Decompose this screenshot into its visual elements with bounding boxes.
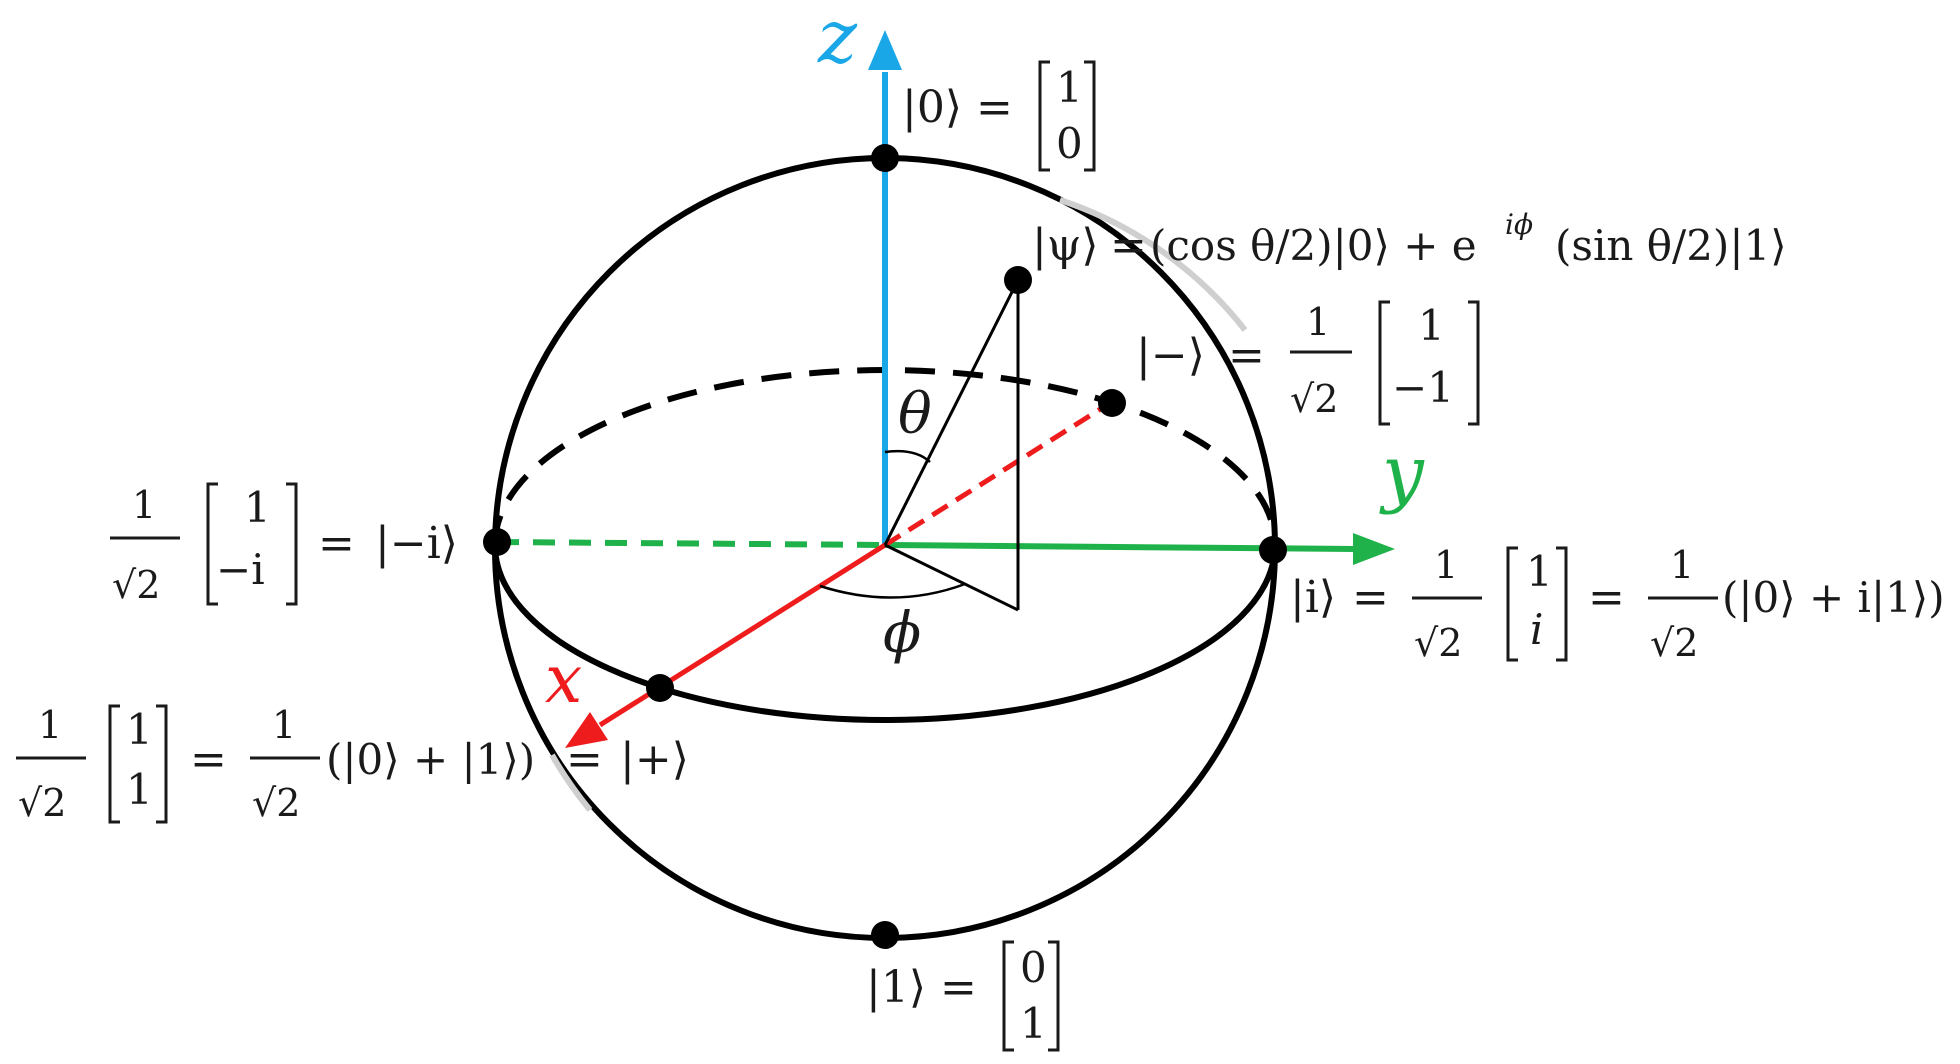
- state-label-one: |1⟩ = 0 1: [866, 940, 1060, 1052]
- vector-one-top: 0: [1020, 943, 1047, 992]
- eq-psi: =: [1110, 220, 1147, 271]
- frac-num-minus: 1: [1306, 300, 1330, 344]
- psi-rhs-pre: (cos θ/2)|0⟩ + e: [1150, 221, 1477, 270]
- bracket-right-one: [1048, 940, 1060, 1052]
- bracket-right-plus: [156, 704, 168, 824]
- ket-psi: |ψ⟩: [1032, 220, 1099, 271]
- z-axis-label: z: [817, 0, 858, 80]
- frac-den-minus: √2: [1290, 377, 1338, 421]
- y-axis-back-dashed: [496, 539, 886, 548]
- bracket-right-zero: [1084, 60, 1096, 172]
- ket-one: |1⟩: [866, 962, 926, 1013]
- eq-i: =: [1352, 572, 1389, 623]
- state-label-i: |i⟩ = 1 √2 1 i = 1 √2 (|0⟩ + i|1⟩): [1290, 543, 1945, 665]
- vector-minus-i-bottom: −i: [216, 545, 265, 594]
- phi-label: ϕ: [883, 601, 921, 666]
- bracket-left-one: [1002, 940, 1014, 1052]
- bracket-left-zero: [1038, 60, 1050, 172]
- bracket-right-minus: [1468, 300, 1480, 426]
- state-point-minus: [1098, 389, 1126, 417]
- eq2-plus: =: [566, 734, 603, 785]
- ket-zero: |0⟩: [902, 82, 962, 133]
- eq-plus: =: [190, 734, 227, 785]
- frac-den-i: √2: [1414, 621, 1462, 665]
- state-point-psi: [1004, 266, 1032, 294]
- x-axis: [598, 542, 887, 728]
- bracket-left-minus: [1378, 300, 1390, 426]
- ket-minus: |−⟩: [1136, 330, 1205, 381]
- frac2-den-i: √2: [1650, 621, 1698, 665]
- equator-front: [492, 544, 1278, 723]
- frac-num-i: 1: [1434, 543, 1458, 587]
- bracket-left-plus: [108, 704, 120, 824]
- z-axis-arrowhead: [868, 30, 902, 70]
- psi-projection: [884, 543, 1019, 612]
- state-point-minus-i: [483, 528, 511, 556]
- state-point-plus: [646, 674, 674, 702]
- bracket-left-i: [1506, 546, 1518, 662]
- phi-arc: [819, 582, 966, 599]
- vector-zero-top: 1: [1056, 63, 1083, 112]
- frac-den-minus-i: √2: [112, 563, 160, 607]
- vector-plus-top: 1: [126, 705, 153, 754]
- frac2-den-plus: √2: [252, 781, 300, 825]
- expansion-plus: (|0⟩ + |1⟩): [326, 735, 535, 784]
- y-axis-label: y: [1379, 430, 1425, 516]
- bracket-left-minus-i: [206, 482, 218, 606]
- x-axis-label: x: [545, 641, 582, 718]
- vector-plus-bottom: 1: [126, 765, 153, 814]
- psi-rhs-post: (sin θ/2)|1⟩: [1555, 221, 1787, 270]
- vector-minus-top: 1: [1418, 301, 1445, 350]
- frac-num-plus: 1: [38, 703, 62, 747]
- vector-minus-bottom: −1: [1392, 363, 1454, 412]
- state-point-zero: [871, 144, 899, 172]
- vector-i-top: 1: [1526, 547, 1553, 596]
- eq-minus: =: [1228, 330, 1265, 381]
- vector-minus-i-top: 1: [244, 483, 271, 532]
- eq2-i: =: [1588, 572, 1625, 623]
- eq-one: =: [940, 962, 977, 1013]
- eq-zero: =: [976, 82, 1013, 133]
- bracket-right-minus-i: [286, 482, 298, 606]
- x-axis-back-dashed: [883, 400, 1112, 548]
- state-point-one: [871, 921, 899, 949]
- frac2-num-plus: 1: [272, 703, 296, 747]
- bracket-right-i: [1556, 546, 1568, 662]
- ket-plus: |+⟩: [620, 734, 689, 785]
- theta-arc: [884, 449, 931, 463]
- frac-den-plus: √2: [18, 781, 66, 825]
- frac2-num-i: 1: [1670, 543, 1694, 587]
- ket-i: |i⟩: [1290, 572, 1336, 623]
- eq-minus-i: =: [318, 518, 355, 569]
- state-label-psi: |ψ⟩ = (cos θ/2)|0⟩ + e iϕ (sin θ/2)|1⟩: [1032, 208, 1787, 271]
- theta-label: θ: [898, 382, 932, 447]
- vector-one-bottom: 1: [1020, 999, 1047, 1048]
- state-label-minus: |−⟩ = 1 √2 1 −1: [1136, 300, 1480, 426]
- vector-i-bottom: i: [1530, 605, 1543, 654]
- psi-vector: [883, 279, 1020, 546]
- frac-num-minus-i: 1: [132, 483, 156, 527]
- x-axis-arrowhead: [565, 712, 608, 748]
- psi-rhs-exponent: iϕ: [1505, 208, 1533, 241]
- state-label-minus-i: 1 √2 1 −i = |−i⟩: [110, 482, 458, 607]
- sphere-highlight-upper-right: [1059, 197, 1248, 332]
- expansion-i: (|0⟩ + i|1⟩): [1722, 573, 1945, 622]
- ket-minus-i: |−i⟩: [375, 518, 458, 569]
- state-label-plus: 1 √2 1 1 = 1 √2 (|0⟩ + |1⟩) = |+⟩: [16, 703, 689, 825]
- state-label-zero: |0⟩ = 1 0: [902, 60, 1096, 172]
- y-axis-arrowhead: [1353, 533, 1395, 565]
- state-point-i: [1259, 536, 1287, 564]
- sphere-highlight-lower-left: [549, 753, 593, 812]
- vector-zero-bottom: 0: [1056, 119, 1083, 168]
